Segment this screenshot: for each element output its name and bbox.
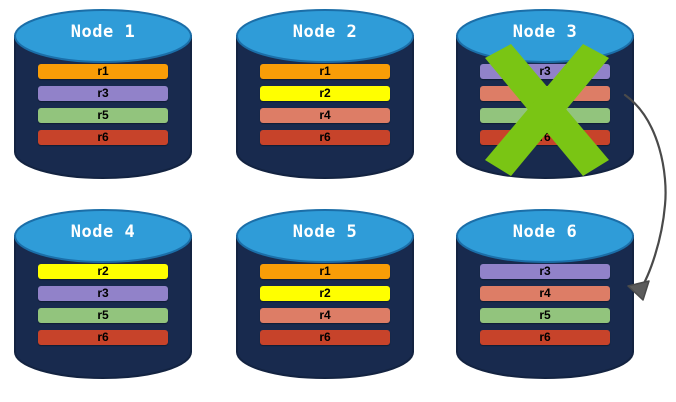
replica-bar[interactable]: r3 (38, 86, 168, 101)
node-cylinder-node-3[interactable]: Node 3 r3 r4 r5 r6 (455, 8, 635, 180)
replica-bar[interactable]: r6 (480, 130, 610, 145)
node-cylinder-node-2[interactable]: Node 2 r1 r2 r4 r6 (235, 8, 415, 180)
replica-bar[interactable]: r3 (38, 286, 168, 301)
node-cylinder-node-4[interactable]: Node 4 r2 r3 r5 r6 (13, 208, 193, 380)
replica-bar[interactable]: r4 (480, 286, 610, 301)
replica-bar[interactable]: r4 (480, 86, 610, 101)
replica-bar[interactable]: r2 (260, 286, 390, 301)
replica-bar[interactable]: r5 (480, 308, 610, 323)
replica-bar[interactable]: r4 (260, 308, 390, 323)
replica-bar-list: r1 r2 r4 r6 (260, 264, 390, 345)
replica-bar[interactable]: r1 (260, 264, 390, 279)
replica-bar[interactable]: r3 (480, 64, 610, 79)
replica-bar[interactable]: r1 (260, 64, 390, 79)
node-cylinder-node-6[interactable]: Node 6 r3 r4 r5 r6 (455, 208, 635, 380)
replica-bar[interactable]: r4 (260, 108, 390, 123)
replica-bar[interactable]: r5 (480, 108, 610, 123)
replica-bar[interactable]: r5 (38, 108, 168, 123)
replica-bar-list: r1 r3 r5 r6 (38, 64, 168, 145)
replica-bar[interactable]: r6 (38, 130, 168, 145)
replica-bar-list: r3 r4 r5 r6 (480, 64, 610, 145)
node-cylinder-node-5[interactable]: Node 5 r1 r2 r4 r6 (235, 208, 415, 380)
replica-bar-list: r2 r3 r5 r6 (38, 264, 168, 345)
replica-bar[interactable]: r6 (260, 330, 390, 345)
replica-bar-list: r3 r4 r5 r6 (480, 264, 610, 345)
replica-bar[interactable]: r1 (38, 64, 168, 79)
replica-bar[interactable]: r6 (480, 330, 610, 345)
replica-bar[interactable]: r6 (260, 130, 390, 145)
replica-bar[interactable]: r6 (38, 330, 168, 345)
replica-bar[interactable]: r2 (260, 86, 390, 101)
replica-bar[interactable]: r3 (480, 264, 610, 279)
replica-bar[interactable]: r5 (38, 308, 168, 323)
replica-bar[interactable]: r2 (38, 264, 168, 279)
replica-bar-list: r1 r2 r4 r6 (260, 64, 390, 145)
node-cylinder-node-1[interactable]: Node 1 r1 r3 r5 r6 (13, 8, 193, 180)
